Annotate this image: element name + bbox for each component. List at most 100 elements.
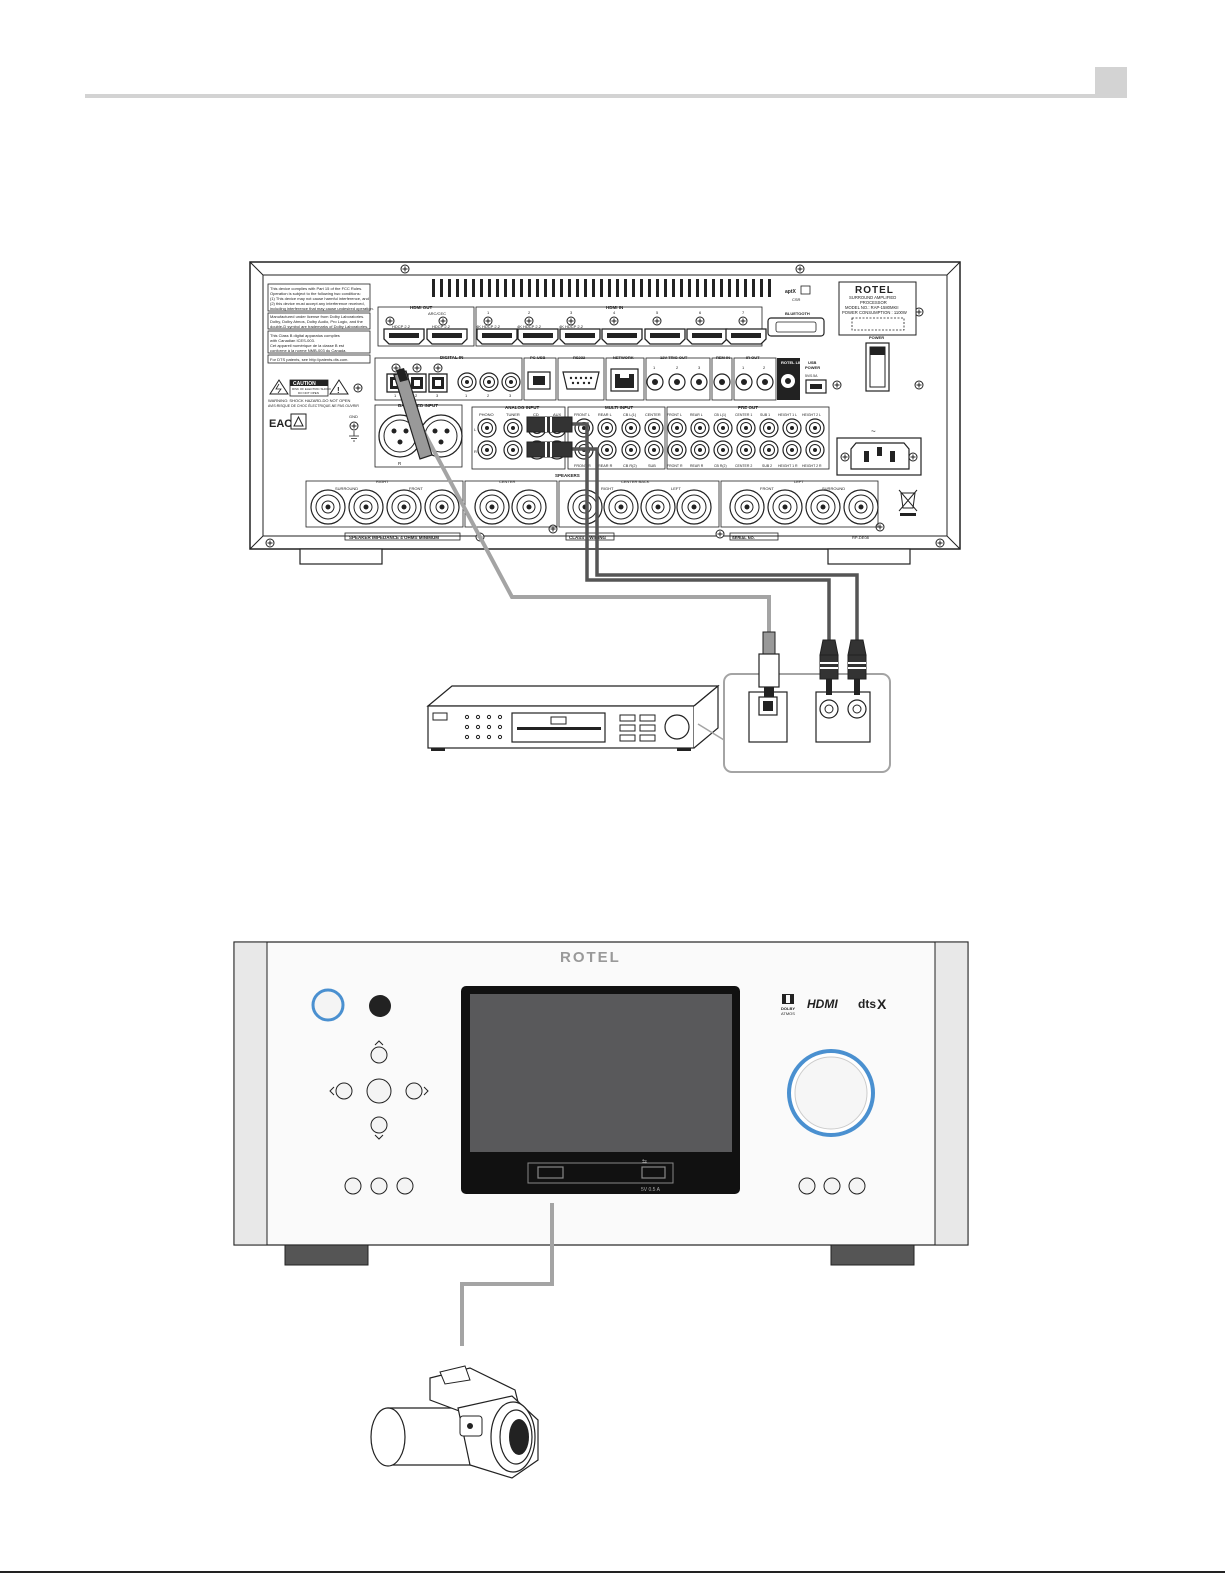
front-button-right-1[interactable] bbox=[798, 1177, 816, 1195]
rca-plug-source-2 bbox=[847, 639, 867, 656]
nav-down-button[interactable] bbox=[370, 1116, 388, 1134]
header-rule bbox=[85, 94, 1095, 98]
pre-bottom-label: CENTER 2 bbox=[735, 464, 752, 468]
multi-top-label: REAR L bbox=[598, 413, 612, 417]
rear-brand: ROTEL bbox=[855, 285, 894, 296]
serial-no-label: SERIAL NO. bbox=[732, 535, 755, 540]
model-label-line: PROCESSOR bbox=[860, 300, 887, 305]
pre-bottom-label: HEIGHT 2 R bbox=[802, 464, 822, 468]
camcorder bbox=[370, 1365, 539, 1479]
pre-top-label: HEIGHT 2 L bbox=[802, 413, 821, 417]
pre-top-label: SUB 1 bbox=[760, 413, 770, 417]
impedance-label: SPEAKER IMPEDANCE 4 OHMS MINIMUM bbox=[349, 535, 439, 540]
hdmi-in-number: 4 bbox=[613, 310, 616, 315]
analog-l-label: L bbox=[474, 427, 477, 432]
trig-out-label: 12V TRIG OUT bbox=[660, 355, 688, 360]
pre-bottom-label: HEIGHT 1 R bbox=[778, 464, 798, 468]
compliance-line: (1) This device may not cause harmful in… bbox=[270, 296, 369, 301]
usb-icon: ⇆ bbox=[642, 1158, 647, 1165]
front-foot-left bbox=[284, 1244, 369, 1266]
nav-enter-button[interactable] bbox=[366, 1078, 392, 1104]
model-label-line: POWER CONSUMPTION : 1100W bbox=[842, 310, 907, 315]
pre-bottom-label: FRONT R bbox=[667, 464, 683, 468]
aptx-label: aptX bbox=[785, 289, 797, 295]
analog-col-label: PHONO bbox=[479, 412, 494, 417]
csr-label: CSR bbox=[792, 297, 801, 302]
ground-icon bbox=[349, 431, 359, 442]
dts-patents: For DTS patents, see http://patents.dts.… bbox=[270, 357, 348, 362]
front-hdmi-port bbox=[537, 1166, 564, 1179]
front-button-right-2[interactable] bbox=[823, 1177, 841, 1195]
spk-surround-label: SURROUND bbox=[335, 486, 358, 491]
digital-number: 2 bbox=[415, 393, 418, 398]
rear-foot-right bbox=[827, 548, 911, 565]
pre-top-label: CENTER 1 bbox=[735, 413, 752, 417]
caution-line: DO NOT OPEN bbox=[298, 391, 319, 395]
rca-plug-rear-1 bbox=[526, 416, 573, 433]
model-label-line: MODEL NO.: RAP-1580MKII bbox=[845, 305, 899, 310]
camcorder-connection bbox=[370, 1203, 554, 1479]
usb-power-line: 5V/0.5A bbox=[805, 374, 818, 378]
pre-top-label: FRONT L bbox=[667, 413, 682, 417]
front-button-right-3[interactable] bbox=[848, 1177, 866, 1195]
usb-power-line: POWER bbox=[805, 365, 820, 370]
spk-cb-right-label: RIGHT bbox=[601, 486, 614, 491]
multi-bottom-label: FRONT R bbox=[574, 464, 591, 468]
analog-col-label: TUNER bbox=[506, 412, 520, 417]
hdmi-in-number: 6 bbox=[699, 310, 702, 315]
shock-warning-icon bbox=[269, 379, 289, 395]
caution-title: CAUTION bbox=[293, 381, 316, 387]
hdmi-in-number: 2 bbox=[528, 310, 531, 315]
dolby-line: ATMOS bbox=[781, 1011, 795, 1016]
power-label: POWER bbox=[869, 335, 884, 340]
hdcp-label: HDCP 2.2 bbox=[432, 324, 451, 329]
front-button-left-2[interactable] bbox=[370, 1177, 388, 1195]
caution-line: RISK OF ELECTRIC SHOCK bbox=[292, 387, 331, 391]
remote-sensor bbox=[369, 995, 391, 1017]
dtsx-logo: X bbox=[877, 996, 887, 1012]
nav-left-button[interactable] bbox=[335, 1082, 353, 1100]
pre-bottom-label: CB R(2) bbox=[714, 464, 727, 468]
rp-code-label: RP-DE08 bbox=[852, 535, 870, 540]
pc-usb-label: PC-USB bbox=[530, 355, 545, 360]
power-button[interactable] bbox=[311, 988, 345, 1022]
digital-number: 3 bbox=[436, 393, 439, 398]
spk-left-label: LEFT bbox=[794, 479, 804, 484]
optical-cable bbox=[400, 390, 771, 635]
spk-right-label: RIGHT bbox=[376, 479, 389, 484]
warning-line: WARNING: SHOCK HAZARD-DO NOT OPEN bbox=[268, 398, 351, 403]
nav-up-button[interactable] bbox=[370, 1046, 388, 1064]
bluetooth-label: BLUETOOTH bbox=[785, 311, 810, 316]
eac-mark: EAC bbox=[269, 418, 292, 430]
compliance-line: Operation is subject to the following tw… bbox=[270, 291, 361, 296]
rca-cable-right bbox=[572, 447, 859, 640]
hdmi-in-number: 3 bbox=[570, 310, 573, 315]
rs232-label: RS232 bbox=[573, 355, 586, 360]
compliance-line: (2) this device must accept any interfer… bbox=[270, 301, 365, 306]
optical-plug-source bbox=[762, 631, 776, 655]
hdmi-in-number: 1 bbox=[487, 310, 490, 315]
model-label-line: SURROUND AMPLIFIED bbox=[849, 295, 896, 300]
front-button-left-3[interactable] bbox=[396, 1177, 414, 1195]
footer-rule bbox=[0, 1571, 1225, 1573]
digital-number: 1 bbox=[394, 393, 397, 398]
vent-slots bbox=[432, 279, 771, 297]
compliance-line: including interference that may cause un… bbox=[270, 306, 374, 311]
page-number-tab bbox=[1095, 67, 1127, 98]
pre-top-label: REAR L bbox=[690, 413, 703, 417]
rem-in-label: REM IN bbox=[716, 355, 730, 360]
nav-right-button[interactable] bbox=[405, 1082, 423, 1100]
hdcp-label: HDCP 2.2 bbox=[392, 324, 411, 329]
front-button-left-1[interactable] bbox=[344, 1177, 362, 1195]
front-usb-port bbox=[641, 1166, 666, 1179]
spk-center-back-label: CENTER BACK bbox=[621, 479, 650, 484]
ac-symbol: ~ bbox=[871, 427, 876, 436]
cables-rear bbox=[393, 368, 859, 640]
digital-number: 2 bbox=[487, 393, 490, 398]
front-brand: ROTEL bbox=[560, 949, 621, 966]
rear-foot-left bbox=[299, 548, 383, 565]
pre-top-label: HEIGHT 1 L bbox=[778, 413, 797, 417]
spk-center-label: CENTER bbox=[499, 479, 516, 484]
exclamation-warning-icon bbox=[329, 379, 349, 395]
